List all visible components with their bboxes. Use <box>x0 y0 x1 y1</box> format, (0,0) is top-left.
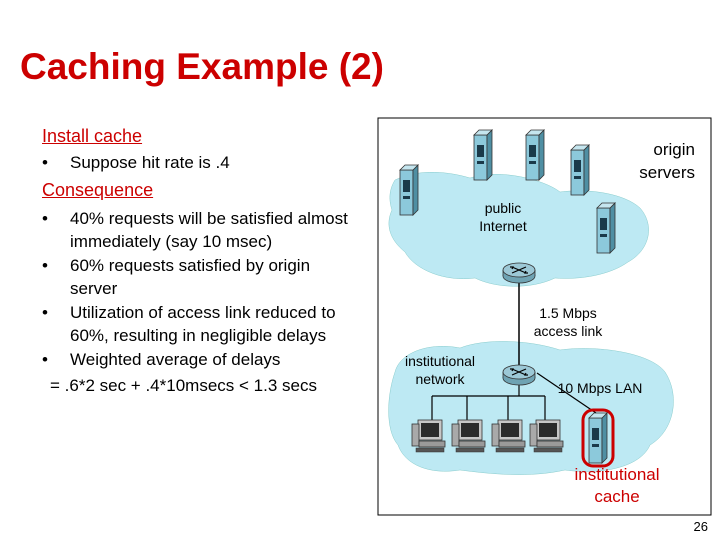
access-link-label: access link <box>534 323 603 339</box>
install-cache-heading: Install cache <box>42 126 143 146</box>
diagram-frame <box>377 117 712 516</box>
cache-highlight <box>581 408 615 468</box>
lan-label: 10 Mbps LAN <box>558 380 643 396</box>
internet-router-icon <box>502 262 536 284</box>
bullet-line: 60%, resulting in negligible delays <box>70 326 327 345</box>
public-internet-label: Internet <box>479 218 527 234</box>
public-internet-cloud <box>388 172 649 287</box>
cache-server-icon <box>588 412 608 464</box>
bullet-line: 40% requests will be satisfied almost <box>70 209 348 228</box>
institutional-cache-label: cache <box>594 487 639 506</box>
institutional-router-icon <box>502 364 536 386</box>
server-icon <box>473 129 493 181</box>
bullet-line: server <box>70 279 118 298</box>
slide-number: 26 <box>693 519 708 534</box>
install-bullet-text: Suppose hit rate is .4 <box>70 153 230 172</box>
institutional-network-label: network <box>415 371 465 387</box>
bullet-dot: • <box>42 350 48 369</box>
origin-servers-label: origin <box>653 140 695 159</box>
consequence-heading: Consequence <box>42 180 154 200</box>
slide-title: Caching Example (2) <box>20 46 384 87</box>
bullet-line: immediately (say 10 msec) <box>70 232 273 251</box>
delay-formula: = .6*2 sec + .4*10msecs < 1.3 secs <box>50 376 317 395</box>
bullet-dot: • <box>42 303 48 322</box>
server-icon <box>570 144 590 196</box>
bullet-line: Weighted average of delays <box>70 350 281 369</box>
institutional-cache-label: institutional <box>574 465 659 484</box>
bullet-dot: • <box>42 256 48 275</box>
public-internet-label: public <box>485 200 522 216</box>
origin-servers-label: servers <box>639 163 695 182</box>
institutional-network-label: institutional <box>405 353 475 369</box>
bullet-line: 60% requests satisfied by origin <box>70 256 311 275</box>
server-icon <box>525 129 545 181</box>
bullet-line: Utilization of access link reduced to <box>70 303 336 322</box>
server-icon <box>399 164 419 216</box>
bullet-dot: • <box>42 209 48 228</box>
bullet-dot: • <box>42 153 48 172</box>
access-link-label: 1.5 Mbps <box>539 305 597 321</box>
server-icon <box>596 202 616 254</box>
lan-link-cache <box>536 372 597 414</box>
